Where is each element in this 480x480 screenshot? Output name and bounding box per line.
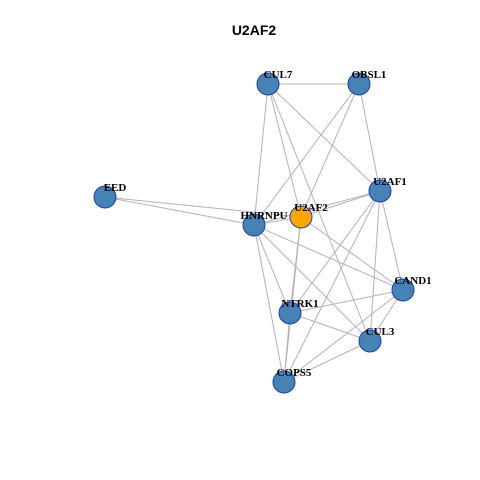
edge-u2af1-u2af2: [300, 190, 381, 218]
node-circle-eed: [93, 185, 117, 209]
edge-u2af1-cand1: [379, 190, 404, 291]
edge-cul7-u2af2: [267, 83, 302, 218]
graph-title: U2AF2: [232, 22, 277, 38]
edge-hnrnpu-cul3: [253, 224, 371, 342]
edge-hnrnpu-cand1: [253, 224, 404, 291]
node-label-cul7: CUL7: [264, 69, 293, 81]
node-label-hnrnpu: HNRNPU: [240, 210, 287, 222]
node-obsl1: OBSL1: [347, 69, 387, 96]
edge-cand1-ntrk1: [289, 289, 404, 314]
node-circle-cul3: [358, 329, 382, 353]
node-circle-cul7: [256, 72, 280, 96]
node-ntrk1: NTRK1: [278, 298, 319, 325]
edge-u2af1-ntrk1: [289, 190, 381, 314]
edge-hnrnpu-ntrk1: [253, 224, 291, 314]
edge-ntrk1-cul3: [289, 312, 371, 342]
node-label-cops5: COPS5: [277, 367, 312, 379]
node-cul3: CUL3: [358, 326, 395, 353]
edge-eed-hnrnpu: [104, 196, 255, 226]
node-circle-hnrnpu: [242, 213, 266, 237]
node-circle-cops5: [272, 370, 296, 394]
node-circle-u2af1: [368, 179, 392, 203]
node-label-ntrk1: NTRK1: [281, 298, 318, 310]
edge-obsl1-u2af1: [358, 83, 381, 192]
node-label-u2af1: U2AF1: [373, 176, 407, 188]
node-circle-u2af2: [289, 205, 313, 229]
edge-hnrnpu-cops5: [253, 224, 285, 383]
edge-cul7-hnrnpu: [253, 83, 269, 226]
edge-eed-u2af2: [104, 196, 302, 218]
node-circle-ntrk1: [278, 301, 302, 325]
node-cand1: CAND1: [391, 275, 432, 302]
node-eed: EED: [93, 182, 127, 209]
edge-layer: [104, 83, 404, 383]
edge-cand1-cops5: [283, 289, 404, 383]
node-u2af1: U2AF1: [368, 176, 407, 203]
node-circle-obsl1: [347, 72, 371, 96]
edge-obsl1-hnrnpu: [253, 83, 360, 226]
edge-u2af1-hnrnpu: [253, 190, 381, 226]
node-cul7: CUL7: [256, 69, 293, 96]
edge-u2af1-cops5: [283, 190, 381, 383]
edge-obsl1-u2af2: [300, 83, 360, 218]
edge-u2af1-cul3: [369, 190, 381, 342]
node-hnrnpu: HNRNPU: [240, 210, 288, 237]
node-label-eed: EED: [104, 182, 127, 194]
node-label-cul3: CUL3: [366, 326, 395, 338]
node-circle-cand1: [391, 278, 415, 302]
node-label-u2af2: U2AF2: [294, 202, 328, 214]
node-u2af2: U2AF2: [289, 202, 328, 229]
edge-u2af2-cand1: [300, 216, 404, 291]
node-label-cand1: CAND1: [394, 275, 431, 287]
edge-cul7-u2af1: [267, 83, 381, 192]
node-cops5: COPS5: [272, 367, 312, 394]
edge-ntrk1-cops5: [283, 312, 291, 383]
node-label-obsl1: OBSL1: [352, 69, 387, 81]
edge-cul7-cul3: [267, 83, 371, 342]
edge-cul3-cops5: [283, 340, 371, 383]
